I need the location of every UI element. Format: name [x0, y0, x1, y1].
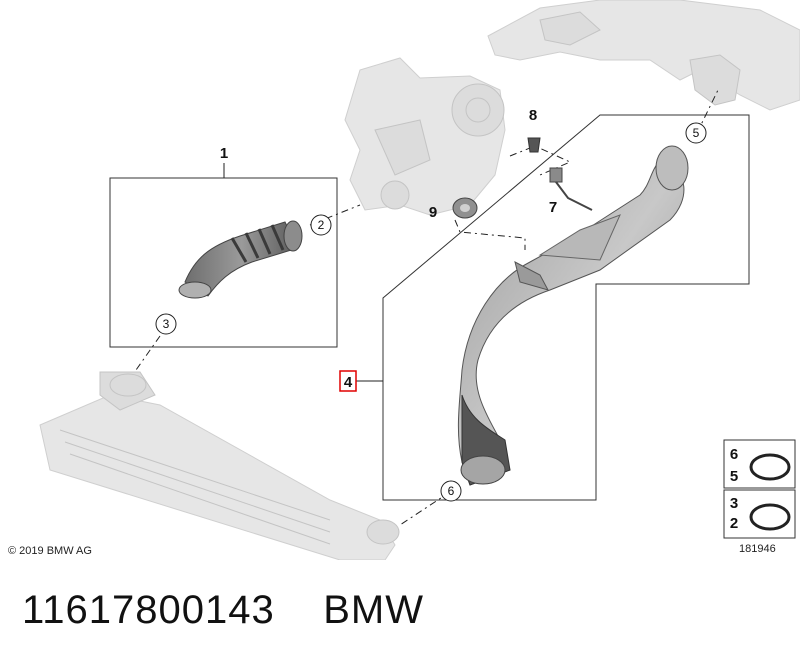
charge-pipe-part4 — [457, 145, 689, 486]
part-caption: 11617800143 BMW — [22, 588, 424, 633]
svg-text:3: 3 — [163, 317, 170, 331]
legend-top-a: 6 — [730, 446, 738, 463]
intercooler-ghost — [39, 371, 400, 560]
turbocharger-ghost — [344, 57, 506, 216]
callout-6[interactable]: 6 — [440, 480, 462, 502]
part4-frame — [382, 114, 750, 501]
part-number: 11617800143 — [22, 588, 275, 632]
svg-text:5: 5 — [693, 126, 700, 140]
legend-box-top: 6 5 — [723, 439, 796, 489]
part1-frame — [109, 177, 338, 348]
callout-8[interactable]: 8 — [529, 107, 537, 124]
callout-9[interactable]: 9 — [429, 204, 437, 221]
hose-part1 — [178, 220, 303, 299]
svg-text:2: 2 — [318, 218, 325, 232]
callout-4[interactable]: 4 — [339, 370, 357, 392]
svg-text:4: 4 — [344, 374, 353, 391]
legend-bottom-b: 2 — [730, 515, 738, 532]
screw-part8 — [527, 137, 541, 153]
legend-bottom-a: 3 — [730, 495, 738, 512]
callout-4-highlight — [339, 370, 357, 392]
callout-7[interactable]: 7 — [549, 199, 557, 216]
callout-2[interactable]: 2 — [310, 214, 332, 236]
callout-5[interactable]: 5 — [685, 122, 707, 144]
seal-ring-icon — [749, 503, 791, 531]
copyright: © 2019 BMW AG — [8, 545, 92, 557]
brand-name: BMW — [323, 588, 424, 632]
parts-diagram: 1 2 3 4 5 6 7 8 9 6 5 3 2 181946 © 2019 … — [8, 0, 800, 560]
seal-ring-icon — [749, 453, 791, 481]
sensor-part7 — [549, 167, 593, 211]
callout-3[interactable]: 3 — [155, 313, 177, 335]
legend-box-bottom: 3 2 — [723, 489, 796, 539]
callout-1[interactable]: 1 — [220, 145, 228, 162]
clamp-part9 — [452, 197, 478, 219]
figure-number: 181946 — [739, 543, 776, 555]
svg-text:6: 6 — [448, 484, 455, 498]
intake-manifold-ghost — [487, 0, 800, 111]
legend-top-b: 5 — [730, 468, 738, 485]
